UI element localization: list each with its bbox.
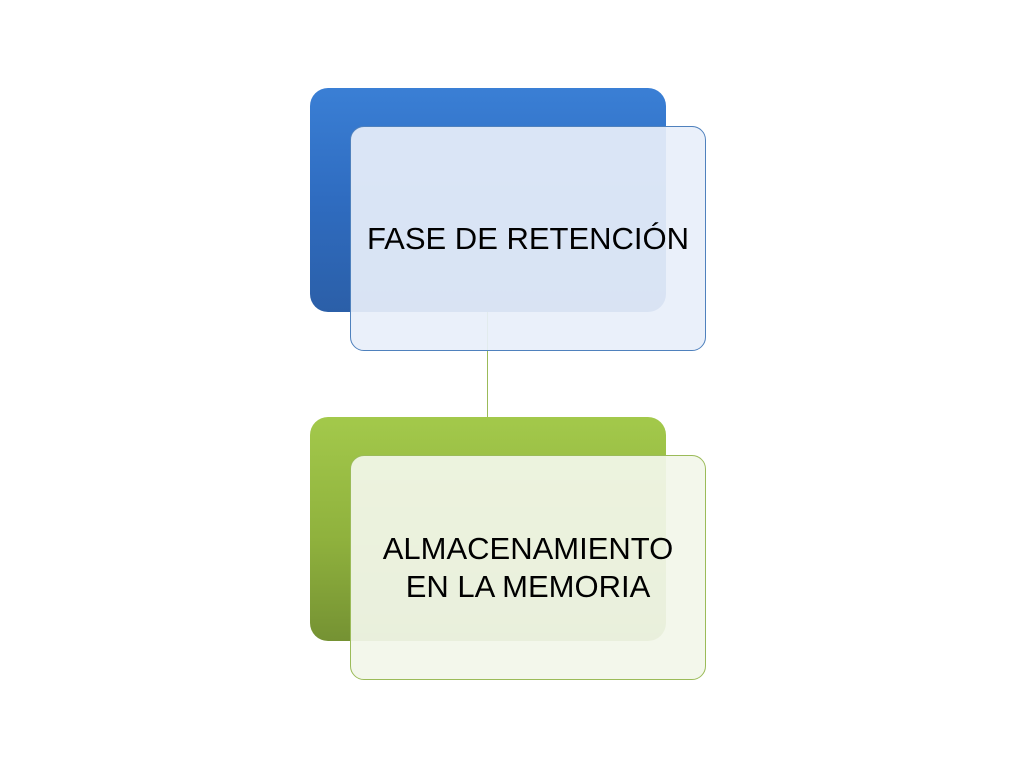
node-2-label: ALMACENAMIENTO EN LA MEMORIA <box>382 531 674 604</box>
node-almacenamiento-en-la-memoria: ALMACENAMIENTO EN LA MEMORIA <box>350 455 706 680</box>
connector-line <box>487 312 488 418</box>
node-1-label: FASE DE RETENCIÓN <box>366 220 690 256</box>
node-fase-de-retencion: FASE DE RETENCIÓN <box>350 126 706 351</box>
